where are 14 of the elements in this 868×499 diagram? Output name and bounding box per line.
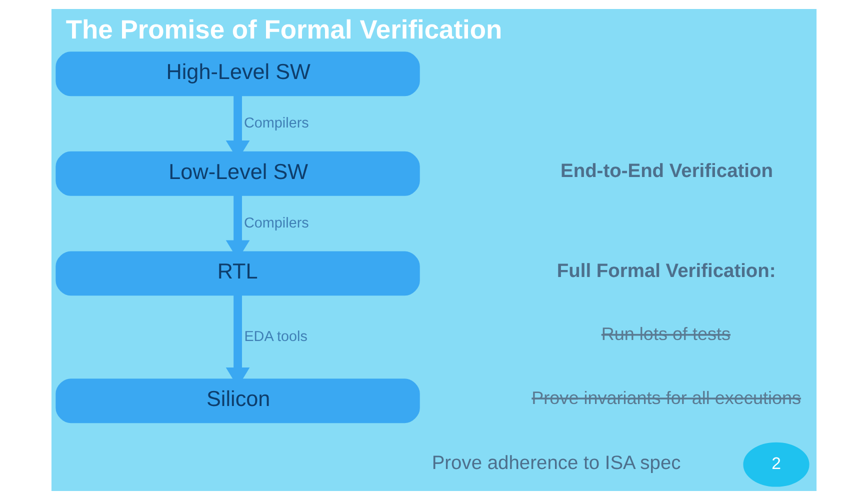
node-box: Silicon <box>56 378 420 423</box>
label: End-to-End Verification <box>560 160 773 182</box>
edge-label: Compilers <box>244 115 309 132</box>
node-box: RTL <box>56 250 420 296</box>
diagram-title: The Promise of Formal Verification <box>66 14 502 44</box>
label: Run lots of tests <box>601 324 731 344</box>
edge-label: EDA tools <box>244 328 308 344</box>
label: 2 <box>772 454 781 473</box>
node-box: Low-Level SW <box>56 150 420 196</box>
label: Prove invariants for all executions <box>532 387 802 408</box>
label: Prove adherence to ISA spec <box>432 452 681 474</box>
label: Full Formal Verification: <box>556 260 776 282</box>
edge-label: Compilers <box>244 214 309 231</box>
node-box: High-Level SW <box>56 51 420 96</box>
